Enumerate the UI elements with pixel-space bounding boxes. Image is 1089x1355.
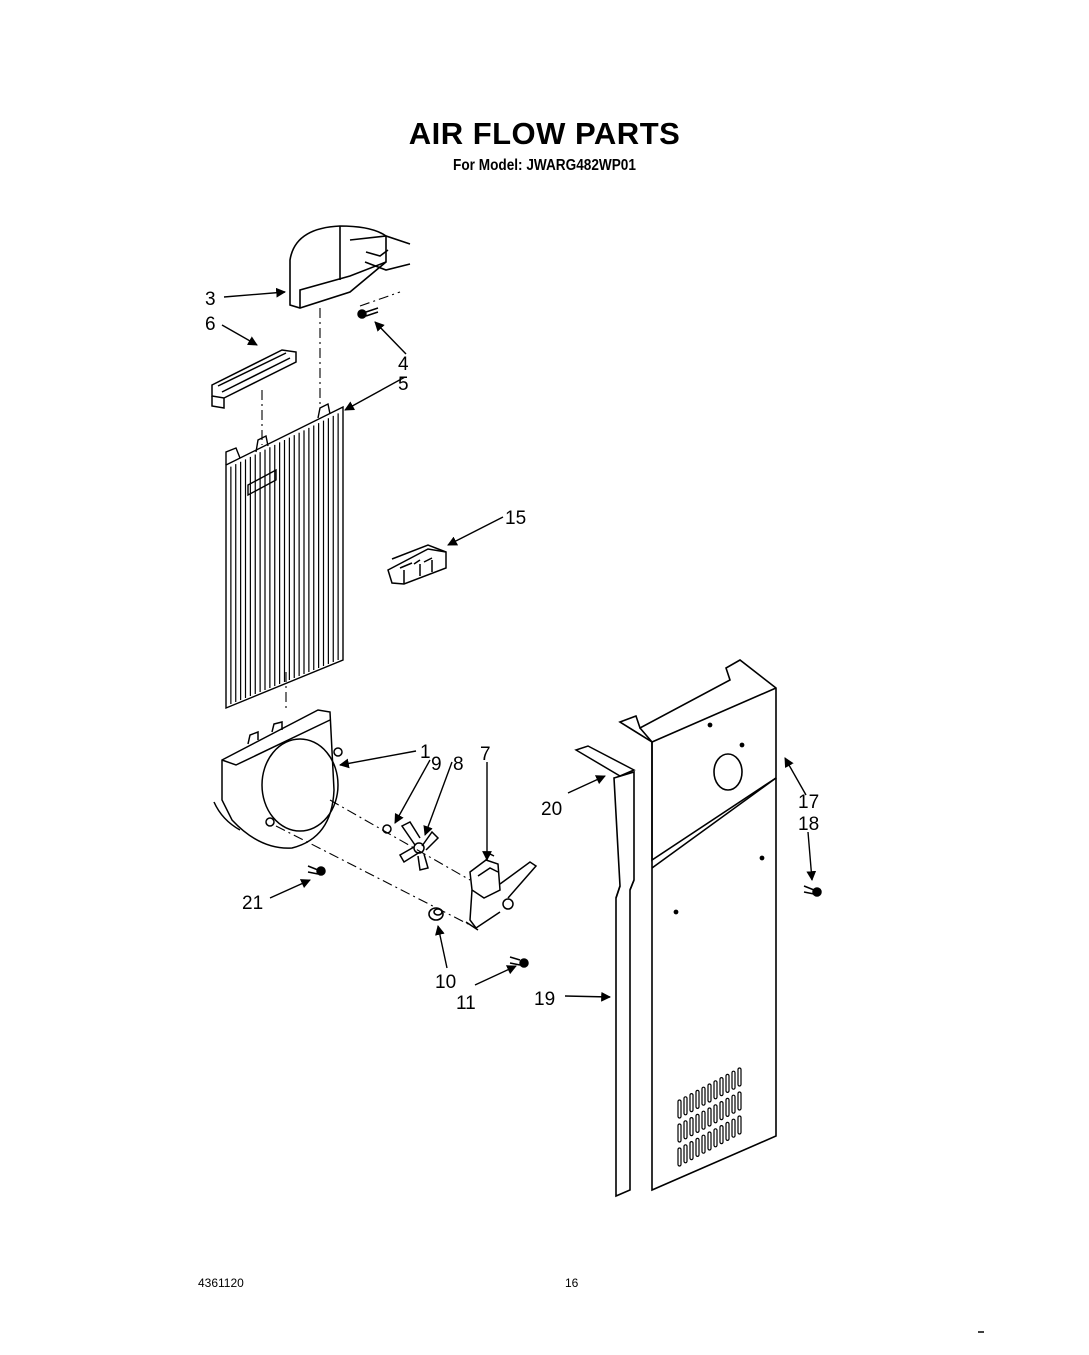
air-duct-cover: [289, 225, 411, 309]
vent-slot: [707, 1107, 712, 1127]
vent-slot: [683, 1120, 688, 1140]
vent-slot: [695, 1137, 700, 1158]
vent-slot: [683, 1096, 688, 1116]
divider-trim-19: [613, 770, 635, 1198]
callout-18: 18: [798, 814, 819, 835]
vent-slot: [719, 1100, 724, 1121]
vent-slot: [713, 1080, 718, 1100]
callout-3: 3: [205, 289, 216, 310]
vent-slot: [725, 1073, 730, 1094]
vent-slot: [677, 1123, 682, 1143]
callout-4: 4: [398, 354, 409, 375]
vent-slot: [725, 1097, 730, 1118]
callout-20: 20: [541, 799, 562, 820]
vent-slot: [689, 1140, 694, 1161]
vent-slot: [701, 1086, 706, 1106]
callout-5: 5: [398, 374, 409, 395]
vent-slot: [689, 1092, 694, 1113]
page-number: 16: [565, 1276, 579, 1290]
callout-10: 10: [435, 972, 456, 993]
callout-21: 21: [242, 893, 263, 914]
vent-slot: [719, 1076, 724, 1097]
nut-9: [382, 824, 392, 834]
vent-slot: [701, 1110, 706, 1130]
vent-slot: [731, 1070, 736, 1090]
page-title: AIR FLOW PARTS: [408, 116, 681, 151]
callout-1: 1: [420, 742, 431, 763]
vent-slot: [737, 1115, 742, 1135]
vent-slot: [713, 1104, 718, 1124]
screw-4: [357, 307, 379, 319]
callout-17: 17: [798, 792, 819, 813]
vent-slot: [713, 1128, 718, 1148]
vent-slot: [707, 1131, 712, 1151]
bracket-15: [387, 544, 447, 585]
vent-slot: [683, 1144, 688, 1164]
leader-arrows: [221, 287, 817, 1002]
vent-slot: [677, 1099, 682, 1119]
fan-blade-8: [398, 821, 440, 871]
callout-labels: 3 6 4 5 15 1 9 8 7 20 17 18 21 10 11 19: [205, 289, 819, 1014]
fan-housing-1: [213, 709, 343, 849]
evaporator-cover-5: [225, 402, 344, 710]
vent-slot: [737, 1091, 742, 1111]
vent-slot: [719, 1124, 724, 1145]
vent-slot: [701, 1134, 706, 1154]
seal-strip-20: [574, 745, 636, 777]
callout-9: 9: [431, 754, 442, 775]
vent-slot: [725, 1121, 730, 1142]
callout-6: 6: [205, 314, 216, 335]
grille-slats: [230, 413, 339, 704]
callout-11: 11: [456, 993, 476, 1014]
vent-slot: [707, 1083, 712, 1103]
callout-15: 15: [505, 508, 526, 529]
callout-8: 8: [453, 754, 464, 775]
fan-motor-7: [465, 853, 538, 931]
damper-6: [211, 349, 297, 409]
vent-slot: [731, 1118, 736, 1138]
assembly-lines: [261, 291, 471, 926]
vent-slot: [689, 1116, 694, 1137]
rear-panel-17: [618, 659, 777, 1192]
vent-slot: [737, 1067, 742, 1087]
rear-panel-vents: [677, 1067, 742, 1167]
screw-18: [803, 885, 822, 897]
model-subtitle: For Model: JWARG482WP01: [453, 157, 636, 174]
vent-slot: [695, 1089, 700, 1110]
vent-slot: [731, 1094, 736, 1114]
vent-slot: [695, 1113, 700, 1134]
callout-19: 19: [534, 989, 555, 1010]
screw-11: [509, 956, 529, 968]
screw-21: [307, 865, 326, 876]
document-number: 4361120: [198, 1276, 244, 1290]
callout-7: 7: [480, 744, 491, 765]
vent-slot: [677, 1147, 682, 1167]
